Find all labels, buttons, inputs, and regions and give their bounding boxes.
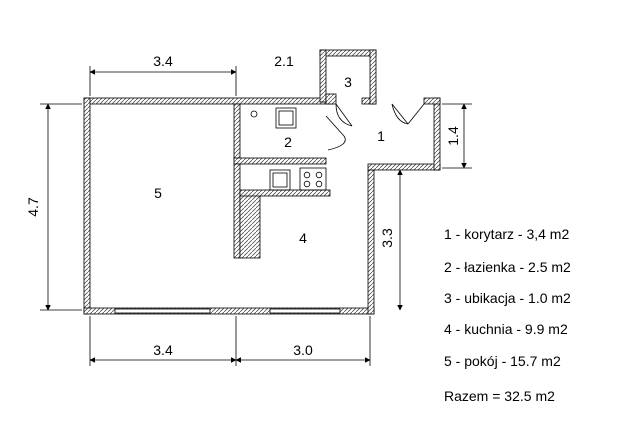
wall-corridor-bottom [367,163,441,171]
bath-sink-inner [278,110,294,126]
burner-2 [315,171,323,179]
room-3-label: 3 [344,74,352,90]
dimension-lines [40,66,472,366]
kitchen-counter [239,191,261,259]
wall-right-lower [367,169,375,315]
window-right [269,308,341,314]
wall-corridor-right [433,97,441,171]
burner-3 [303,180,311,188]
kitchen-counter-top [239,189,331,197]
dim-bottom-right: 3.0 [293,342,313,358]
kitchen-sink-inner [272,172,288,188]
wall-left [83,97,91,315]
fixtures [250,107,327,191]
wall-wc-top [319,49,377,57]
dim-top-left: 3.4 [153,53,173,69]
wall-interior-vertical [233,103,241,161]
legend: 1 - korytarz - 3,4 m2 2 - łazienka - 2.5… [444,226,571,404]
wall-wc-stub [325,93,337,105]
dim-top-right: 2.1 [274,53,294,69]
window-left [114,308,211,314]
legend-item-1: 1 - korytarz - 3,4 m2 [444,226,569,242]
room-2-label: 2 [284,134,292,150]
door-wc-leaf [335,103,353,127]
windows [114,308,341,314]
wall-top [83,97,333,105]
bath-drain [250,110,258,118]
door-bath-arc [327,135,346,151]
legend-item-5: 5 - pokój - 15.7 m2 [444,353,561,369]
burner-4 [315,180,323,188]
burner-1 [303,171,311,179]
door-entry-arc [391,103,409,125]
dim-left: 4.7 [25,197,41,217]
room-4-label: 4 [299,230,307,246]
wall-wc-left [319,49,327,103]
wall-kitchen-partition [233,163,241,259]
room-5-label: 5 [154,185,162,201]
dim-right-lower: 3.3 [379,228,395,248]
legend-item-4: 4 - kuchnia - 9.9 m2 [444,321,568,337]
room-1-label: 1 [377,128,385,144]
door-entry-leaf [407,103,425,125]
dim-right-upper: 1.4 [445,126,461,146]
legend-item-2: 2 - łazienka - 2.5 m2 [444,259,571,275]
door-bath-leaf [325,115,345,137]
wall-corridor-top [423,97,441,105]
door-entry-leaf-2 [391,103,409,125]
wall-wc-right [369,49,377,105]
legend-total: Razem = 32.5 m2 [444,388,555,404]
wall-bathroom-bottom [233,157,327,165]
doors [325,103,425,151]
bath-sink [275,107,297,129]
stove [299,167,327,191]
door-wc-arc [335,103,353,127]
kitchen-sink [269,169,291,191]
walls [83,49,441,315]
legend-item-3: 3 - ubikacja - 1.0 m2 [444,290,571,306]
dim-bottom-left: 3.4 [153,342,173,358]
